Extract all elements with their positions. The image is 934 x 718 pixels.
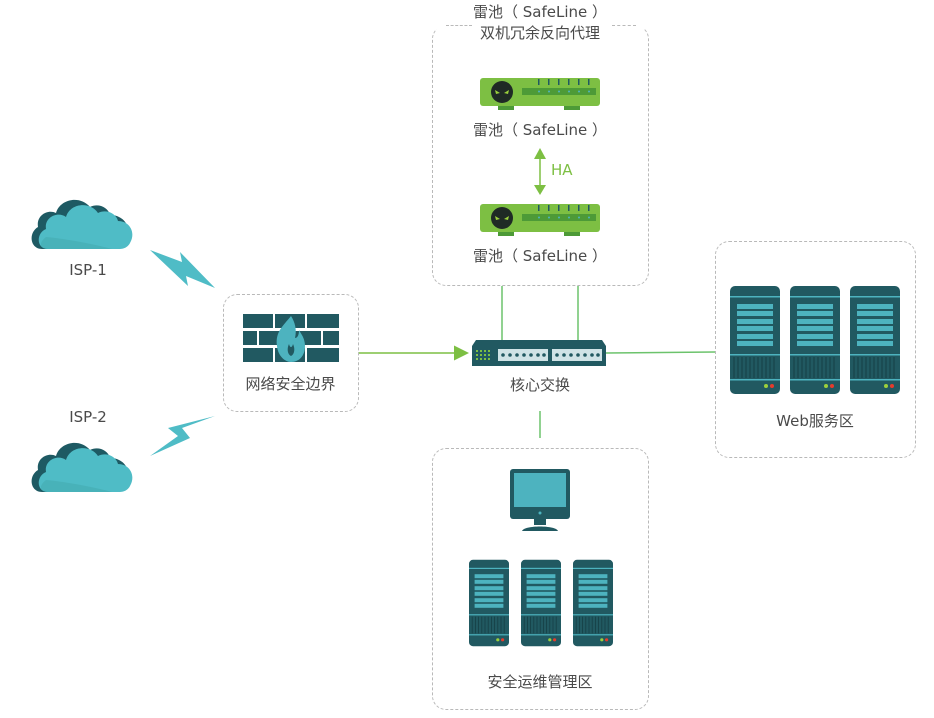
isp2-node[interactable]: ISP-2	[28, 406, 138, 496]
monitor-icon	[510, 469, 570, 531]
isp1-label: ISP-1	[69, 261, 107, 279]
safeline-group-border-right	[612, 25, 636, 26]
cloud-icon	[31, 199, 133, 249]
safeline-group	[432, 25, 649, 286]
core-switch-label: 核心交换	[509, 376, 570, 394]
link-switch-web	[605, 351, 716, 354]
isp1-node[interactable]: ISP-1	[28, 193, 138, 283]
safeline-group-title-line1: 雷池（ SafeLine ）	[472, 3, 608, 21]
firewall-node[interactable]: 网络安全边界	[223, 294, 359, 412]
switch-icon	[472, 340, 606, 366]
lightning-isp2-icon	[150, 416, 215, 456]
ops-zone[interactable]: 安全运维管理区	[432, 448, 649, 710]
ha-label: HA	[551, 161, 573, 179]
ops-server-rack	[469, 559, 613, 649]
server-icon	[521, 559, 561, 647]
safeline-primary-label: 雷池（ SafeLine ）	[472, 121, 608, 139]
safeline-appliance-icon	[480, 204, 600, 236]
firewall-icon	[243, 314, 339, 362]
firewall-label: 网络安全边界	[245, 375, 336, 393]
safeline-group-border-left	[446, 25, 472, 26]
lightning-isp1-icon	[150, 250, 215, 288]
server-icon	[573, 559, 613, 647]
safeline-group-title-line2: 双机冗余反向代理	[479, 24, 600, 42]
cloud-icon	[31, 442, 133, 492]
isp2-label: ISP-2	[69, 408, 107, 426]
server-icon	[790, 286, 840, 394]
core-switch-node[interactable]: 核心交换	[472, 340, 608, 400]
web-zone-label: Web服务区	[776, 412, 854, 430]
server-icon	[850, 286, 900, 394]
server-icon	[469, 559, 509, 647]
ha-double-arrow	[534, 148, 546, 195]
safeline-primary-node[interactable]: 雷池（ SafeLine ）	[470, 78, 610, 140]
web-zone[interactable]: Web服务区	[715, 241, 916, 458]
safeline-secondary-label: 雷池（ SafeLine ）	[472, 247, 608, 265]
safeline-secondary-node[interactable]: 雷池（ SafeLine ）	[470, 204, 610, 266]
safeline-appliance-icon	[480, 78, 600, 110]
web-server-rack	[730, 286, 900, 394]
server-icon	[730, 286, 780, 394]
ops-zone-label: 安全运维管理区	[487, 673, 593, 691]
